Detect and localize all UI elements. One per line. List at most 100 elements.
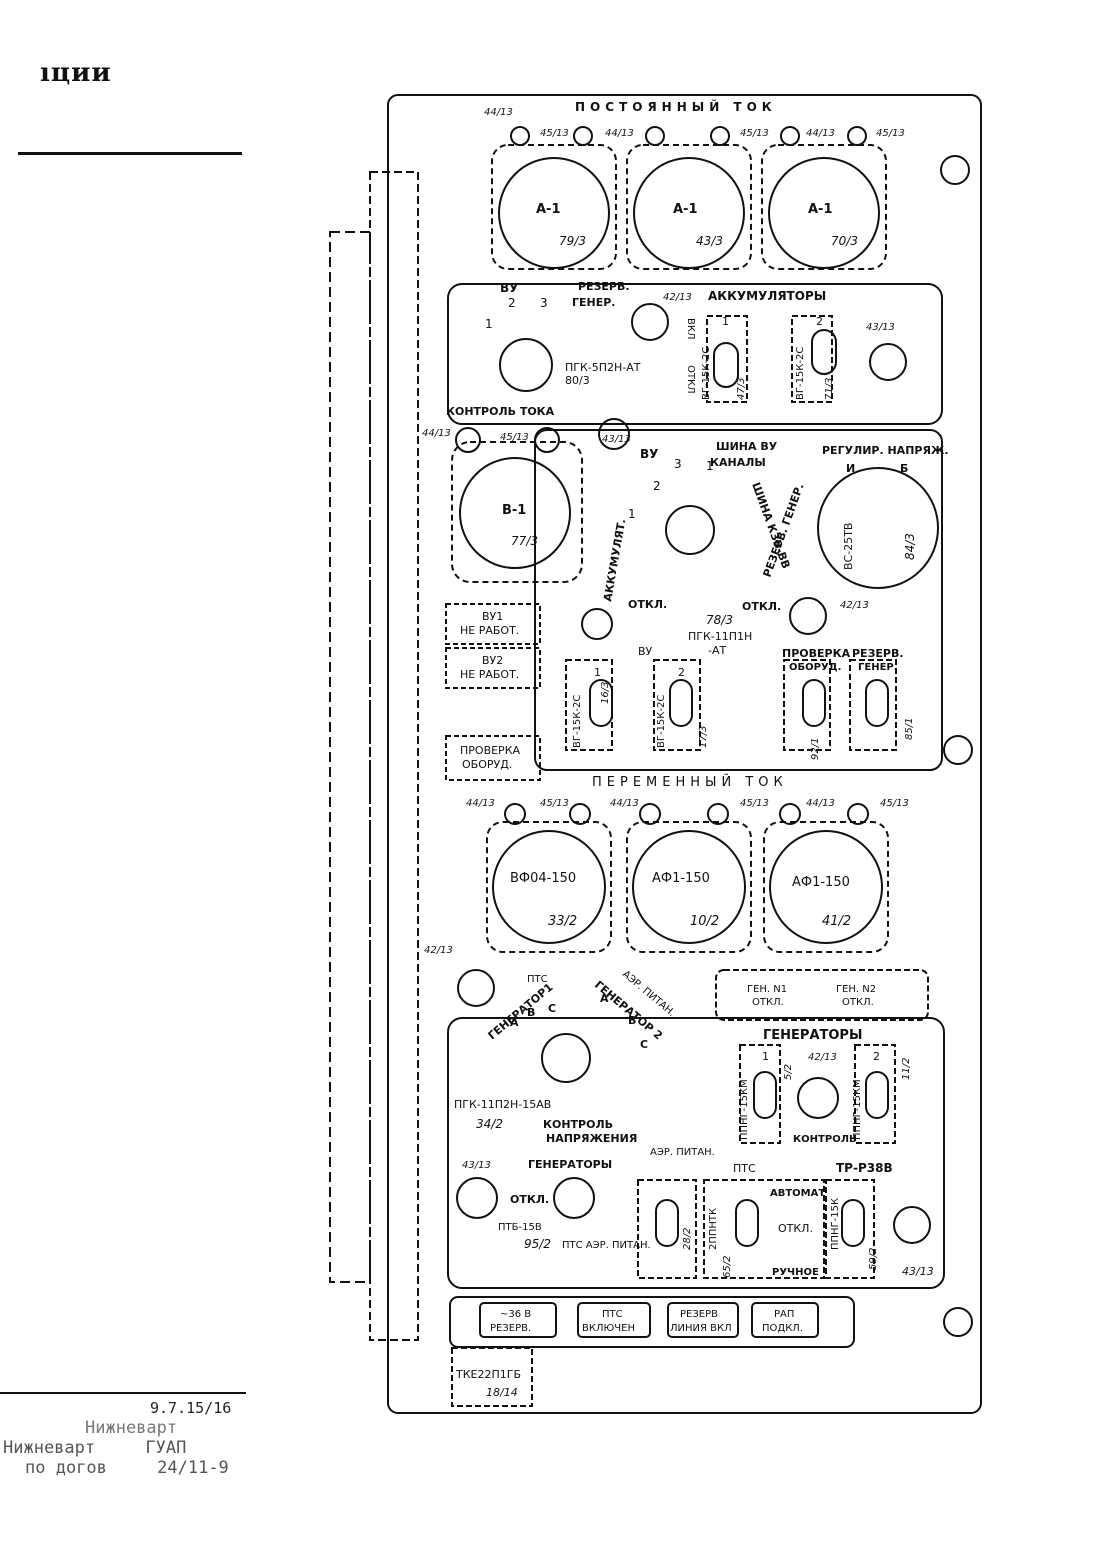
bottom-pts-otkl: ОТКЛ. bbox=[778, 1222, 813, 1235]
mount-hole bbox=[943, 735, 973, 765]
voltage-regulator[interactable] bbox=[817, 467, 939, 589]
accum-lamp-ref: 42/13 bbox=[663, 292, 692, 303]
lamp-ref: 45/13 bbox=[540, 128, 569, 139]
cc-pos-rezerv: РЕЗЕРВ. bbox=[578, 280, 630, 293]
gen-off-button[interactable] bbox=[456, 1177, 498, 1219]
lamp-vu1-line1: ВУ1 bbox=[482, 610, 503, 623]
vc-c-left: С bbox=[548, 1002, 556, 1015]
ac-meter-1-type: ВФ04-150 bbox=[510, 871, 576, 886]
vu-switch-2[interactable] bbox=[669, 679, 693, 727]
sel-n2: 2 bbox=[653, 479, 661, 493]
vc-switch-type: ПГК-11П2Н-15АВ bbox=[454, 1098, 551, 1111]
hinge-bracket bbox=[329, 231, 371, 1283]
gen2-lamp-line2: ОТКЛ. bbox=[842, 997, 874, 1008]
accum-sw2-ref: 71/3 bbox=[824, 378, 835, 400]
check-switch[interactable] bbox=[802, 679, 826, 727]
chk-ref1: 92/1 bbox=[810, 738, 821, 760]
dc-meter-2 bbox=[633, 157, 745, 269]
accum-lamp-2 bbox=[869, 343, 907, 381]
dc-meter-2-type: А-1 bbox=[673, 202, 698, 217]
accum-switch-2[interactable] bbox=[811, 329, 837, 375]
gen-sw1-type: ППНГ-15КМ bbox=[739, 1079, 750, 1140]
vu-sw1-num: 1 bbox=[594, 666, 601, 679]
ac-meter-3-type: АФ1-150 bbox=[792, 875, 850, 890]
sel-kanaly: КАНАЛЫ bbox=[710, 456, 766, 469]
gen-control-button[interactable] bbox=[797, 1077, 839, 1119]
accum-sw1-type: ВГ-15К-2С bbox=[701, 347, 712, 400]
connector-type: ТКЕ22П1ГБ bbox=[455, 1368, 521, 1381]
vc-title-1: КОНТРОЛЬ bbox=[543, 1118, 613, 1131]
dc-meter-2-ref: 43/3 bbox=[696, 234, 723, 248]
vc-b-left: В bbox=[527, 1006, 535, 1019]
voltage-control-knob[interactable] bbox=[541, 1033, 591, 1083]
ac-meter-2-ref: 10/2 bbox=[690, 914, 719, 929]
vu-sw2-ref: 17/3 bbox=[698, 726, 709, 748]
lamp-ref: 45/13 bbox=[740, 128, 769, 139]
accum-sw2-num: 2 bbox=[816, 315, 823, 328]
gen-lamp-ref: 42/13 bbox=[808, 1052, 837, 1063]
lamp-check-line1: ПРОВЕРКА bbox=[460, 744, 521, 757]
sel-lamp-ref: 43/13 bbox=[602, 434, 631, 445]
bottom-tr-title: ТР-Р38В bbox=[836, 1161, 893, 1175]
accum-lamp bbox=[631, 303, 669, 341]
tr-switch[interactable] bbox=[841, 1199, 865, 1247]
bottom-lamp-4a: РАП bbox=[774, 1309, 794, 1320]
accum-sw1-ref: 47/3 bbox=[736, 378, 747, 400]
vu-sw1-type: ВГ-15К-2С bbox=[572, 695, 583, 748]
dc-meter-1 bbox=[498, 157, 610, 269]
chk-rezerv: РЕЗЕРВ. bbox=[852, 647, 904, 660]
generator-switch-2[interactable] bbox=[865, 1071, 889, 1119]
lamp-ref: 44/13 bbox=[605, 128, 634, 139]
bottom-lamp-4b: ПОДКЛ. bbox=[762, 1323, 803, 1334]
reg-type: ВС-25ТВ bbox=[842, 523, 855, 570]
bottom-avtomat: АВТОМАТ bbox=[770, 1188, 825, 1199]
volt-meter-type: В-1 bbox=[502, 503, 526, 518]
chk-ref2: 85/1 bbox=[904, 718, 915, 740]
gen1-lamp-line1: ГЕН. N1 bbox=[747, 984, 787, 995]
pts-mode-switch[interactable] bbox=[735, 1199, 759, 1247]
ac-meter-1-ref: 33/2 bbox=[548, 914, 577, 929]
chk-proverka: ПРОВЕРКА bbox=[782, 647, 851, 660]
sel-otkl-left: ОТКЛ. bbox=[628, 598, 667, 611]
reg-b: Б bbox=[900, 462, 908, 475]
vc-pts: ПТС bbox=[527, 974, 548, 985]
volt-meter bbox=[459, 457, 571, 569]
vm-lamp-ref-2: 45/13 bbox=[500, 432, 529, 443]
sel-n1: 1 bbox=[628, 507, 636, 521]
accum-lamp2-ref: 43/13 bbox=[866, 322, 895, 333]
connector-tke bbox=[451, 1347, 533, 1407]
vu-switch-1[interactable] bbox=[589, 679, 613, 727]
vc-lamp-ref: 42/13 bbox=[424, 945, 453, 956]
vu-sw2-type: ВГ-15К-2С bbox=[656, 695, 667, 748]
cc-title: КОНТРОЛЬ ТОКА bbox=[446, 405, 555, 418]
reserve-gen-switch[interactable] bbox=[865, 679, 889, 727]
selector-knob[interactable] bbox=[665, 505, 715, 555]
stamp-line-3: Нижневарт bbox=[3, 1438, 96, 1458]
ac-lamp-ref: 44/13 bbox=[610, 798, 639, 809]
ac-meter-3-ref: 41/2 bbox=[822, 914, 851, 929]
heading-rule bbox=[18, 152, 242, 155]
lamp-ref: 44/13 bbox=[806, 128, 835, 139]
mount-hole bbox=[940, 155, 970, 185]
bottom-lamp-1b: РЕЗЕРВ. bbox=[490, 1323, 531, 1334]
gen-sw2-num: 2 bbox=[873, 1050, 880, 1063]
cc-pos-vu: ВУ bbox=[500, 281, 518, 295]
sel-akkumulyat: АККУМУЛЯТ. bbox=[601, 518, 628, 603]
dc-meter-1-type: А-1 bbox=[536, 202, 561, 217]
vc-c-right: С bbox=[640, 1038, 648, 1051]
mount-hole bbox=[943, 1307, 973, 1337]
ac-meter-2 bbox=[632, 830, 746, 944]
bottom-ptb-ref: 95/2 bbox=[524, 1237, 551, 1251]
generator-switch-1[interactable] bbox=[753, 1071, 777, 1119]
accum-switch-1[interactable] bbox=[713, 342, 739, 388]
selector-subpanel bbox=[534, 429, 943, 771]
current-control-knob[interactable] bbox=[499, 338, 553, 392]
aer-pitan-switch[interactable] bbox=[655, 1199, 679, 1247]
vc-switch-ref: 34/2 bbox=[476, 1117, 503, 1131]
panel-outline bbox=[387, 94, 982, 1414]
vc-b-right: В bbox=[628, 1014, 636, 1027]
bottom-lamp-1a: ~36 В bbox=[500, 1309, 531, 1320]
gen-on-button[interactable] bbox=[553, 1177, 595, 1219]
vc-title-2: НАПРЯЖЕНИЯ bbox=[546, 1132, 637, 1145]
ac-meter-1 bbox=[492, 830, 606, 944]
